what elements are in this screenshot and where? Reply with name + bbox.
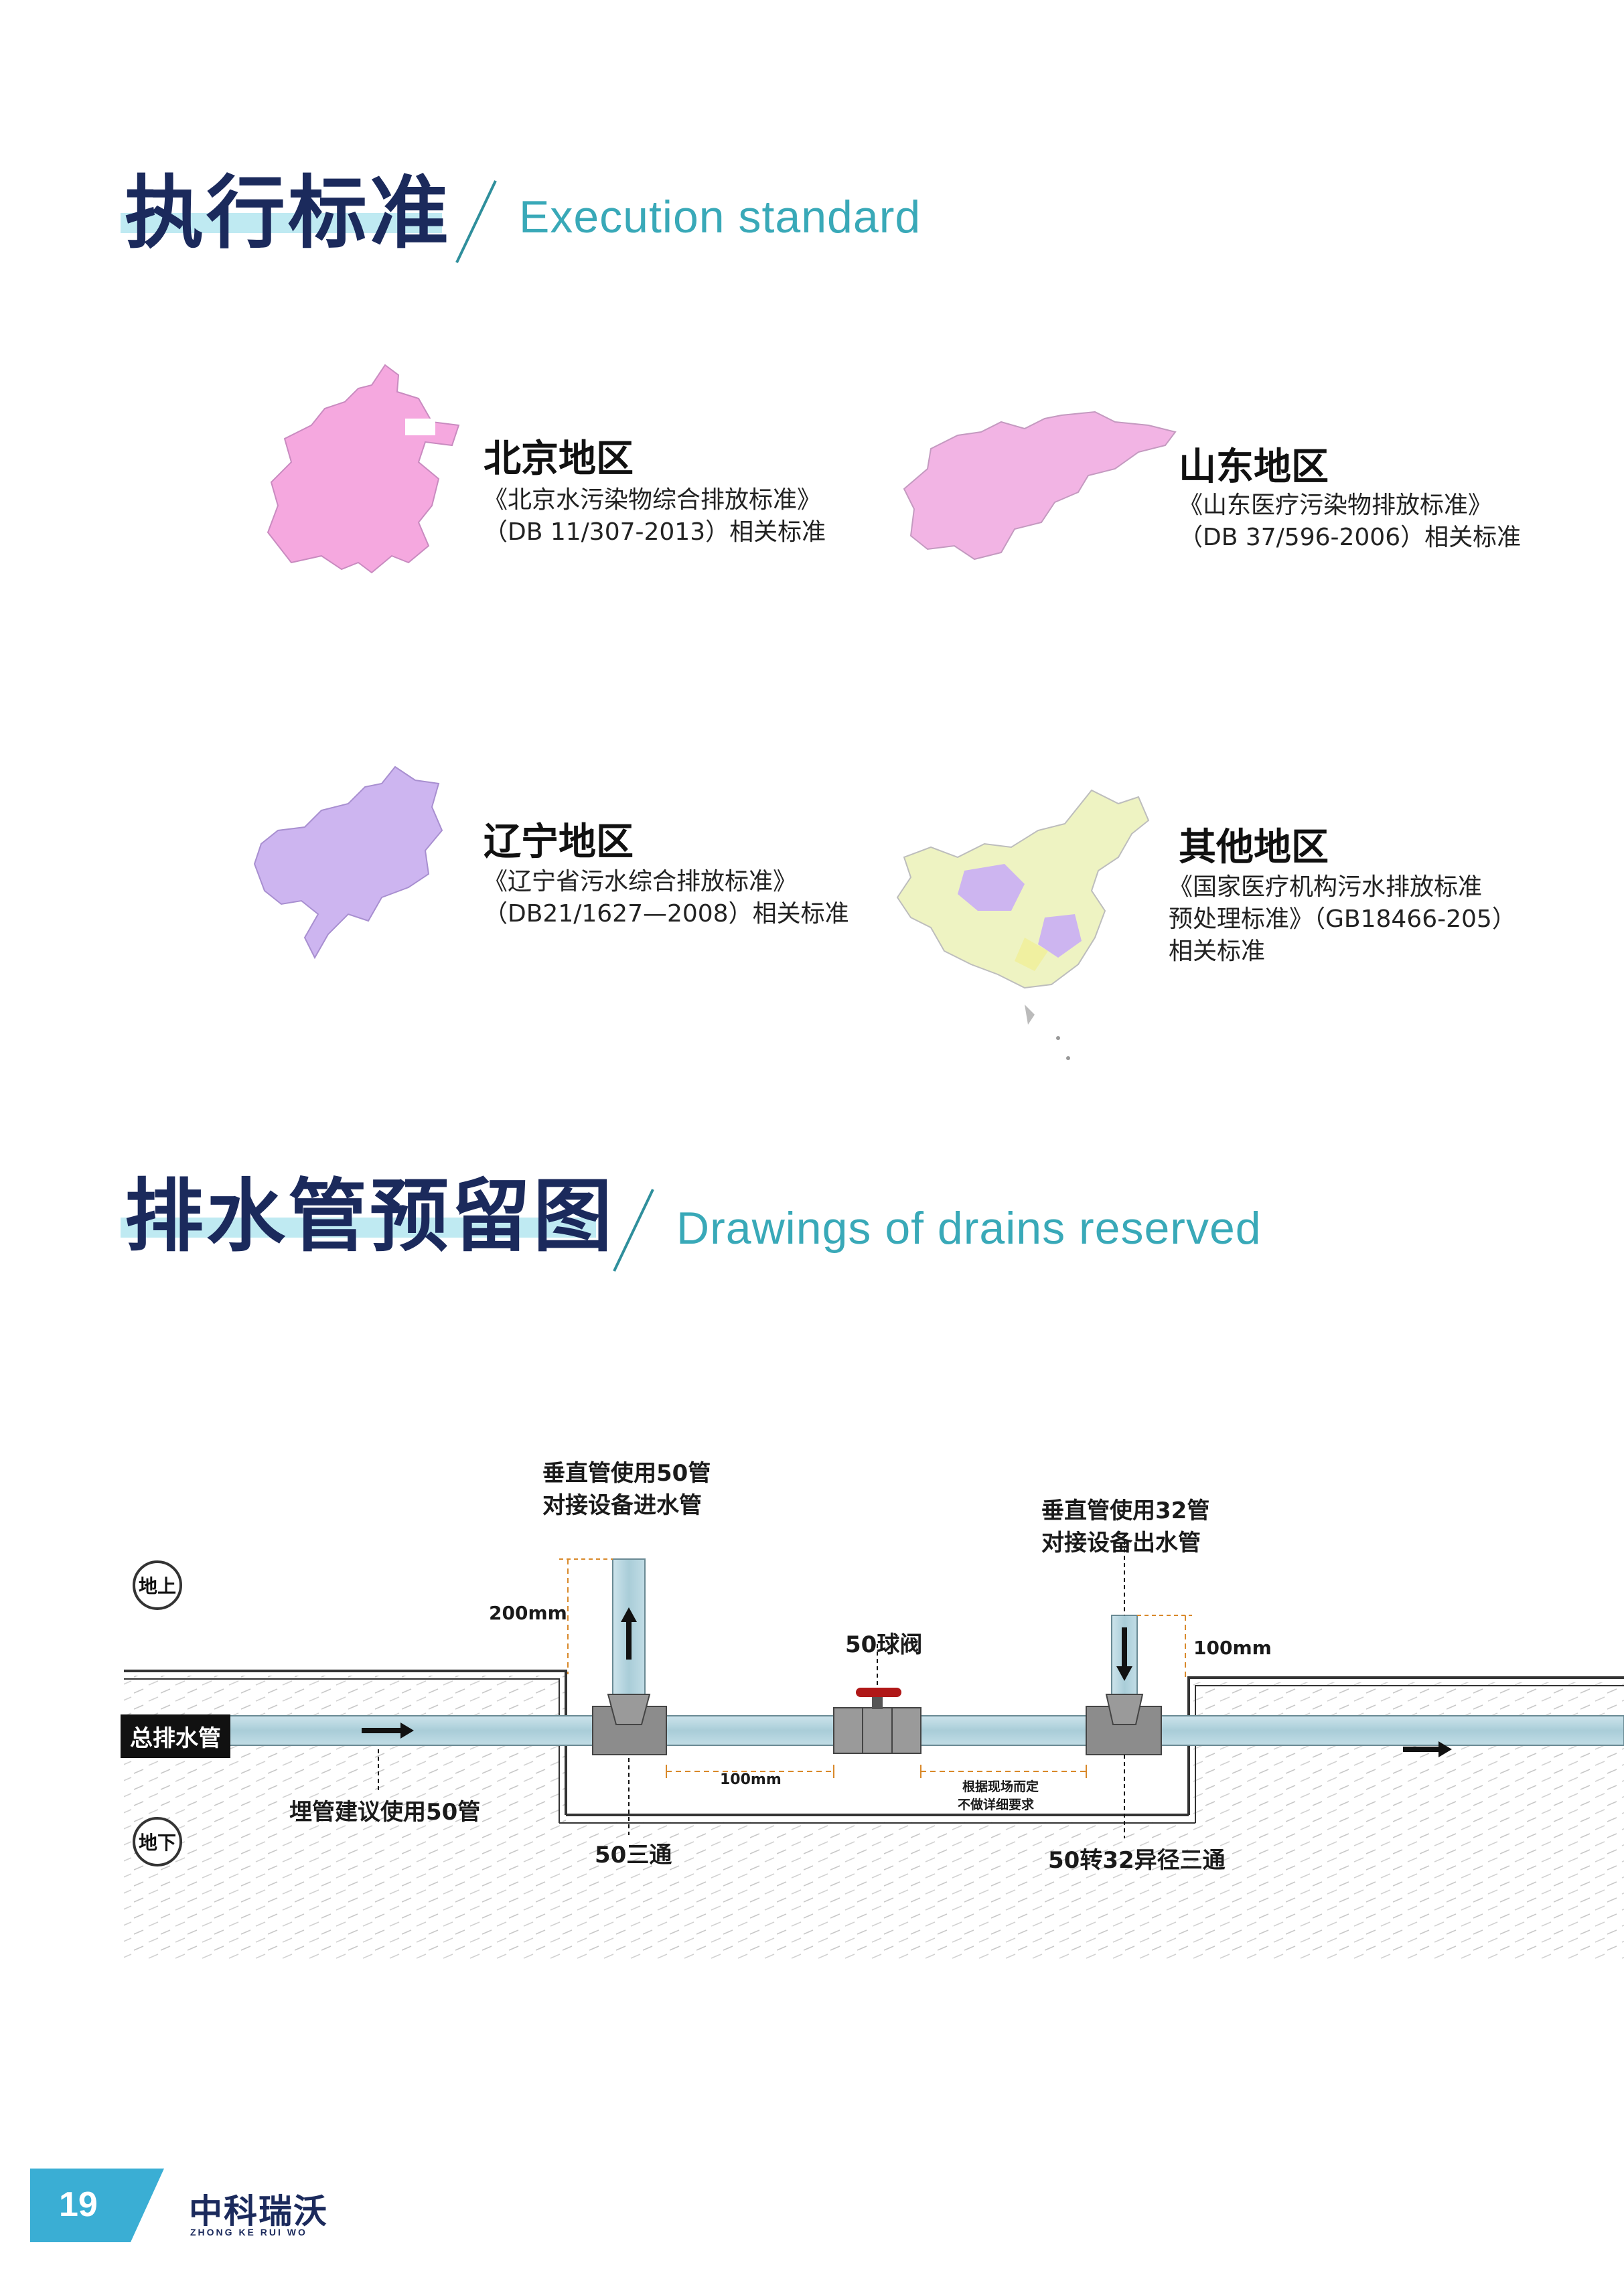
heading-highlight [121, 213, 442, 233]
region-standard-liaoning-2: （DB21/1627—2008）相关标准 [484, 900, 849, 928]
site-note-line1: 根据现场而定 [962, 1779, 1039, 1794]
tee-50-label: 50三通 [595, 1842, 672, 1869]
region-standard-liaoning-1: 《辽宁省污水综合排放标准》 [484, 868, 798, 895]
brand-logo-text: 中科瑞沃 [189, 2192, 328, 2231]
outlet-note-line1: 垂直管使用32管 [1041, 1497, 1210, 1524]
region-title-other: 其他地区 [1179, 826, 1329, 869]
region-standard-shandong-1: 《山东医疗污染物排放标准》 [1179, 492, 1493, 519]
below-ground-badge: 地下 [133, 1817, 182, 1866]
heading-highlight [121, 1218, 596, 1238]
region-standard-beijing-2: （DB 11/307-2013）相关标准 [484, 518, 826, 546]
section-title-cn: 排水管预留图 [125, 1170, 615, 1262]
buried-pipe-note: 埋管建议使用50管 [289, 1799, 481, 1826]
section-subtitle-en: Drawings of drains reserved [676, 1203, 1262, 1254]
region-standard-other-2: 预处理标准》（GB18466-205） [1169, 905, 1516, 933]
drain-diagram [123, 1534, 1624, 1959]
dimension-200mm: 200mm [489, 1602, 567, 1624]
section-subtitle-en: Execution standard [519, 192, 921, 242]
page-number-tab [30, 2169, 164, 2242]
china-map-icon [896, 789, 1150, 1060]
brand-logo-pinyin: ZHONG KE RUI WO [190, 2227, 307, 2238]
main-drain-label: 总排水管 [121, 1714, 230, 1758]
heading-slash [455, 180, 497, 263]
region-standard-shandong-2: （DB 37/596-2006）相关标准 [1179, 524, 1522, 551]
liaoning-map-icon [253, 765, 443, 960]
site-note-line2: 不做详细要求 [958, 1798, 1035, 1812]
beijing-map-icon [267, 364, 460, 574]
region-standard-beijing-1: 《北京水污染物综合排放标准》 [484, 486, 822, 514]
dimension-100mm-right: 100mm [1193, 1637, 1272, 1659]
outlet-note-line2: 对接设备出水管 [1041, 1530, 1201, 1556]
region-title-liaoning: 辽宁地区 [484, 820, 634, 864]
inlet-note-line2: 对接设备进水管 [542, 1492, 702, 1519]
region-standard-other-1: 《国家医疗机构污水排放标准 [1169, 873, 1483, 901]
reducing-tee-label: 50转32异径三通 [1048, 1847, 1226, 1874]
above-ground-badge: 地上 [133, 1560, 182, 1610]
page-number: 19 [59, 2185, 98, 2224]
region-standard-other-3: 相关标准 [1169, 938, 1266, 965]
region-title-shandong: 山东地区 [1179, 445, 1329, 489]
section-title-cn: 执行标准 [125, 167, 452, 259]
ball-valve-label: 50球阀 [845, 1631, 923, 1658]
shandong-map-icon [903, 411, 1177, 561]
inlet-note-line1: 垂直管使用50管 [542, 1460, 711, 1487]
dimension-100mm-bottom: 100mm [720, 1771, 782, 1788]
region-title-beijing: 北京地区 [484, 437, 634, 481]
heading-slash [613, 1189, 654, 1272]
